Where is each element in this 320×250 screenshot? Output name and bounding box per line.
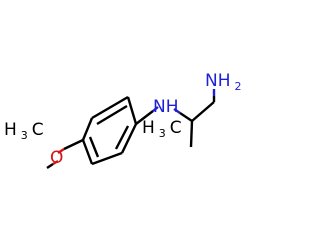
methoxy-c: C [32,120,44,140]
methoxy-carbon-label: H 3 C [4,120,44,143]
amine-nh-label: NH [153,97,179,117]
ring-bond-1 [91,95,129,120]
terminal-nh2-label: NH 2 [205,71,242,93]
ring-bond-1-inner [96,104,128,126]
ring-bond-3 [120,123,138,154]
ring-to-amine-bond [135,110,154,125]
ring-to-amine-bond-n [152,106,159,112]
oxygen-to-methoxy-bond [46,163,54,169]
methoxy-h: H [4,120,17,140]
quaternary-to-methyl-bond [189,120,194,148]
ring-to-oxygen-bond [63,138,84,151]
oxygen-to-methoxy-bond-o [52,159,59,166]
terminal-nh2-subscript: 2 [235,80,242,93]
benzene-ring [81,95,138,166]
ring-bond-6 [81,117,94,141]
chemical-structure: NH NH 2 O H 3 C H 3 C [4,71,242,169]
quaternary-to-ch2-bond [191,101,215,122]
methyl-c: C [170,118,182,138]
amine-to-quaternary-bond [179,112,193,122]
ether-oxygen-label: O [50,148,63,168]
methyl-h: H [142,118,155,138]
ring-bond-2 [126,96,138,125]
methoxy-subscript: 3 [21,129,28,142]
ring-bond-4 [91,151,123,166]
ring-bond-5-inner [88,136,100,158]
ring-to-oxygen-bond-o [57,148,65,154]
methyl-subscript: 3 [159,127,166,140]
ring-bond-3-inner [114,125,130,150]
amine-to-quaternary-bond-n [173,108,181,114]
methyl-carbon-label: H 3 C [142,118,182,141]
ring-bond-5 [81,139,94,165]
terminal-nh2-main: NH [205,71,231,91]
